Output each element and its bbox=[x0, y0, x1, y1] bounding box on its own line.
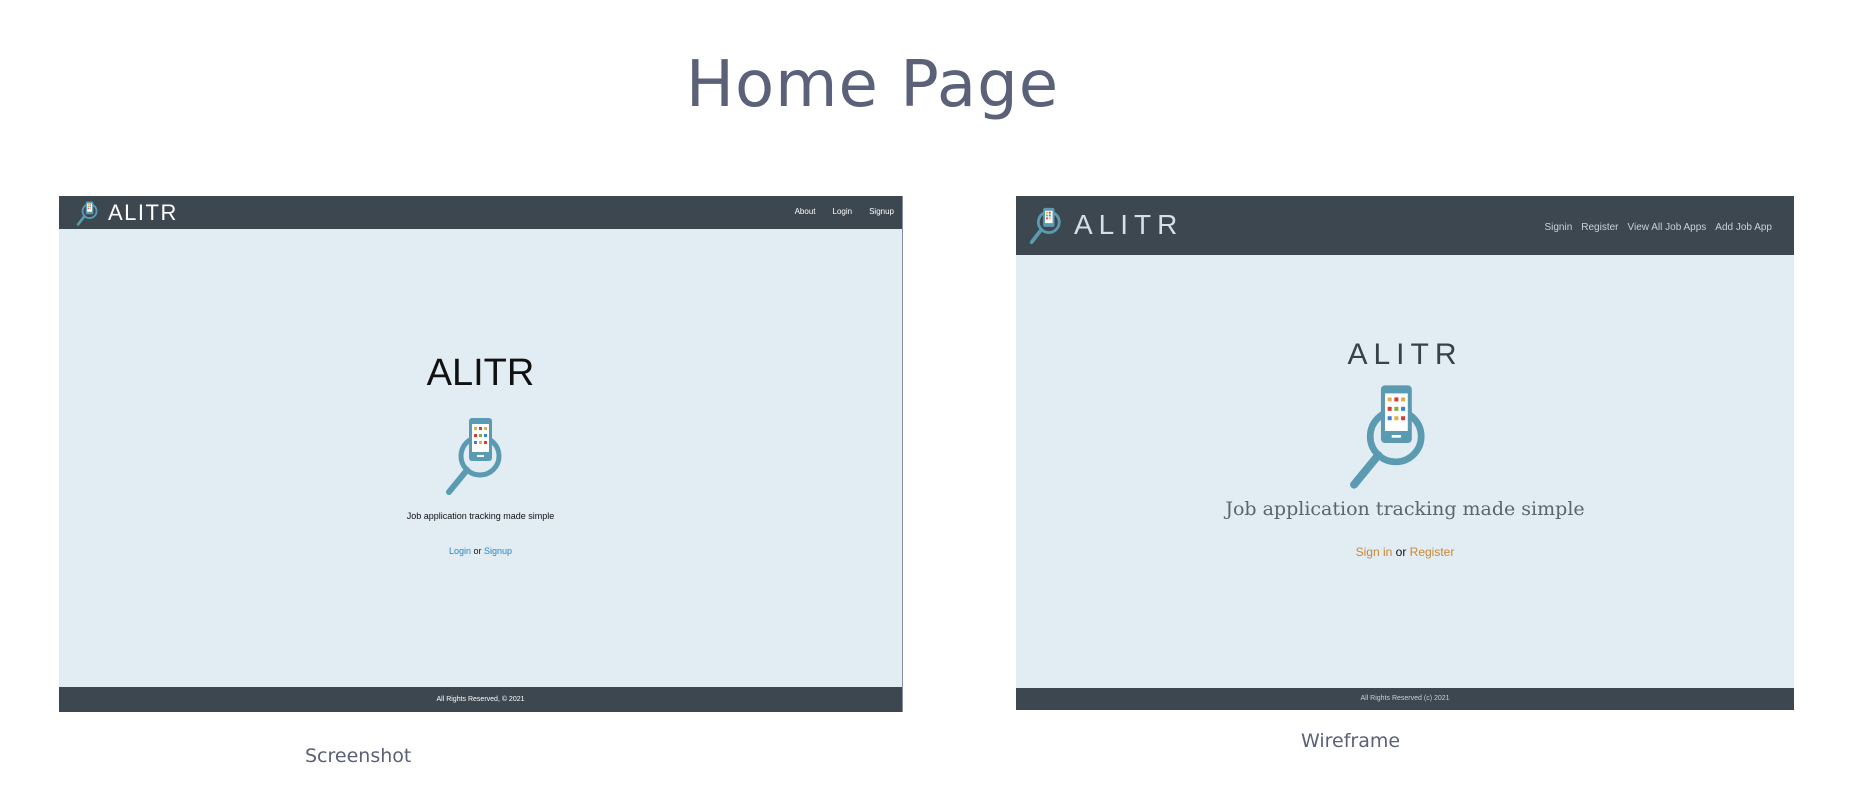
nav-login[interactable]: Login bbox=[832, 207, 853, 216]
navbar: ALITR About Login Signup bbox=[59, 196, 902, 229]
nav-signup[interactable]: Signup bbox=[869, 207, 894, 216]
cta-or: or bbox=[1392, 545, 1410, 559]
hero-title: ALITR bbox=[426, 352, 535, 394]
register-link[interactable]: Register bbox=[1409, 545, 1455, 559]
magnifier-phone-icon bbox=[1350, 385, 1425, 489]
nav-view-all-job-apps[interactable]: View All Job Apps bbox=[1627, 222, 1707, 233]
cta: Sign in or Register bbox=[1016, 545, 1794, 559]
login-link[interactable]: Login bbox=[448, 546, 471, 556]
hero-title: ALITR bbox=[1347, 338, 1463, 371]
nav-add-job-app[interactable]: Add Job App bbox=[1715, 222, 1772, 233]
tagline: Job application tracking made simple bbox=[406, 511, 555, 521]
brand-name: ALITR bbox=[1074, 209, 1184, 240]
nav-links: About Login Signup bbox=[778, 207, 894, 216]
footer: All Rights Reserved, © 2021 bbox=[59, 687, 902, 712]
navbar: ALITR Signin Register View All Job Apps … bbox=[1016, 196, 1794, 255]
footer: All Rights Reserved (c) 2021 bbox=[1016, 688, 1794, 710]
tagline: Job application tracking made simple bbox=[1225, 498, 1585, 520]
nav-register[interactable]: Register bbox=[1581, 222, 1619, 233]
nav-links: Signin Register View All Job Apps Add Jo… bbox=[1535, 222, 1772, 233]
screenshot-caption: Screenshot bbox=[305, 745, 412, 767]
nav-signin[interactable]: Signin bbox=[1544, 222, 1573, 233]
brand-name: ALITR bbox=[108, 200, 178, 225]
brand[interactable]: ALITR bbox=[74, 199, 178, 227]
magnifier-phone-icon bbox=[76, 201, 98, 226]
magnifier-phone-icon bbox=[446, 418, 502, 495]
signup-link[interactable]: Signup bbox=[484, 546, 513, 556]
screenshot-panel: ALITR About Login Signup bbox=[59, 196, 903, 712]
wireframe-panel: ALITR Signin Register View All Job Apps … bbox=[1016, 196, 1794, 710]
cta: Login or Signup bbox=[59, 546, 902, 556]
wireframe-caption: Wireframe bbox=[1301, 730, 1401, 752]
cta-or: or bbox=[470, 546, 484, 556]
signin-link[interactable]: Sign in bbox=[1355, 545, 1393, 559]
page-title: Home Page bbox=[685, 48, 1060, 122]
magnifier-phone-icon bbox=[1029, 207, 1061, 244]
nav-about[interactable]: About bbox=[794, 207, 816, 216]
brand[interactable]: ALITR bbox=[1026, 204, 1183, 246]
